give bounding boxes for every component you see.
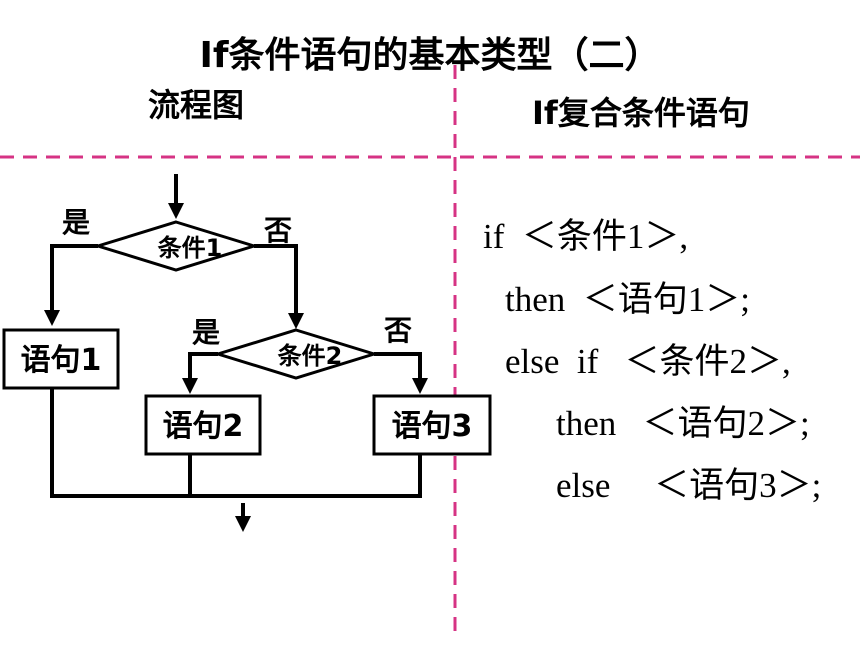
statement3-label: 语句3 <box>392 409 473 444</box>
yes2-label: 是 <box>192 316 220 349</box>
no1-label: 否 <box>264 214 292 247</box>
condition2-label: 条件2 <box>278 342 343 370</box>
no1-arrow-head <box>288 313 304 329</box>
yes1-label: 是 <box>62 206 90 239</box>
yes2-arrow-head <box>182 378 198 394</box>
code-line-else: else ＜语句3＞; <box>556 466 822 505</box>
exit-arrow-head <box>235 516 251 532</box>
statement1-label: 语句1 <box>21 343 102 378</box>
no2-label: 否 <box>384 314 412 347</box>
condition1-label: 条件1 <box>158 234 223 262</box>
condition2-diamond <box>212 328 380 380</box>
code-line-if: if ＜条件1＞, <box>483 217 689 256</box>
statement2-box <box>144 394 262 456</box>
no2-line <box>374 352 422 380</box>
entry-arrow-head <box>168 203 184 219</box>
code-header: If复合条件语句 <box>532 94 750 132</box>
condition1-diamond <box>92 220 260 272</box>
no1-line <box>254 244 298 315</box>
code-line-then2: then ＜语句2＞; <box>556 404 810 443</box>
flowchart-header: 流程图 <box>148 86 245 124</box>
no2-arrow-head <box>412 378 428 394</box>
statement2-label: 语句2 <box>163 409 244 444</box>
page-title: If条件语句的基本类型（二） <box>199 35 661 76</box>
code-line-then1: then ＜语句1＞; <box>505 280 750 319</box>
statement3-box <box>372 394 492 456</box>
code-line-elseif: else if ＜条件2＞, <box>505 342 791 381</box>
statement1-box <box>2 328 120 390</box>
yes2-line <box>188 352 218 380</box>
yes1-arrow-head <box>44 310 60 326</box>
yes1-line <box>50 244 98 312</box>
